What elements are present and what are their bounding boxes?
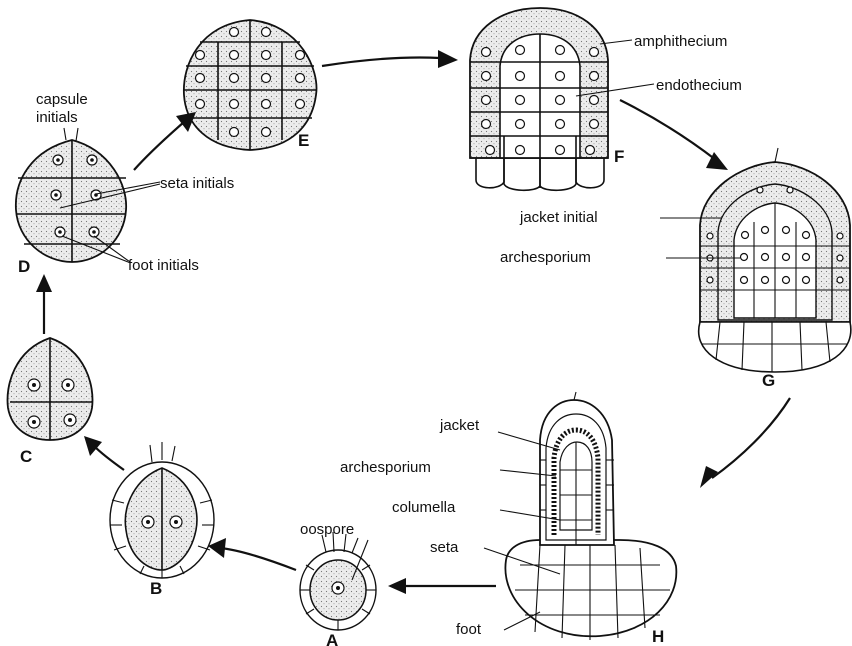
label-endothecium: endothecium	[656, 77, 742, 94]
label-capsule: capsule	[36, 91, 88, 108]
stage-e-embryo	[184, 20, 317, 150]
stage-b-embryo	[110, 442, 214, 578]
label-oospore: oospore	[300, 521, 354, 538]
stage-label-b: B	[150, 579, 162, 598]
label-jacket-initial: jacket initial	[519, 209, 598, 226]
stage-label-d: D	[18, 257, 30, 276]
label-archesporium-h: archesporium	[340, 459, 431, 476]
stage-label-g: G	[762, 371, 775, 390]
label-seta: seta	[430, 539, 459, 556]
stage-a-oospore	[300, 532, 376, 630]
label-columella: columella	[392, 499, 456, 516]
stage-label-e: E	[298, 131, 309, 150]
stage-label-f: F	[614, 147, 624, 166]
label-initials: initials	[36, 109, 78, 126]
label-archesporium-g: archesporium	[500, 249, 591, 266]
stage-label-h: H	[652, 627, 664, 646]
label-amphithecium: amphithecium	[634, 33, 727, 50]
label-jacket: jacket	[439, 417, 480, 434]
stage-label-c: C	[20, 447, 32, 466]
stage-h-sporophyte	[484, 392, 676, 640]
stage-label-a: A	[326, 631, 338, 646]
label-foot: foot	[456, 621, 482, 638]
stage-g-embryo	[660, 148, 851, 372]
stage-f-embryo	[470, 8, 654, 190]
label-foot-initials: foot initials	[128, 257, 199, 274]
stage-d-embryo	[16, 128, 160, 262]
stage-c-embryo	[7, 338, 92, 440]
label-seta-initials: seta initials	[160, 175, 234, 192]
